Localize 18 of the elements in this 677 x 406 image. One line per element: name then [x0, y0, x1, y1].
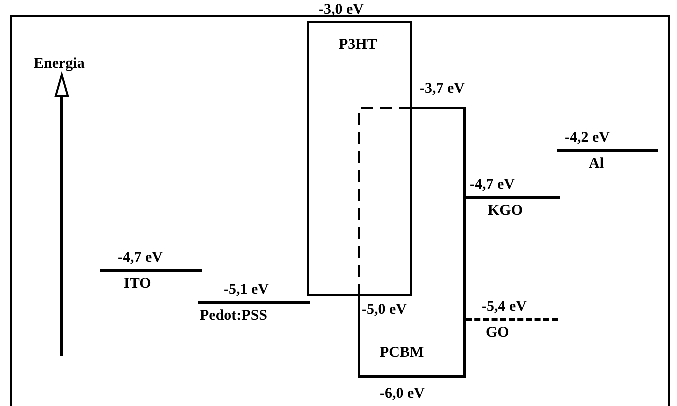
- energy-value: -4,7 eV: [118, 250, 163, 266]
- energy-value: -3,0 eV: [319, 2, 364, 18]
- energy-value: -4,2 eV: [565, 130, 610, 146]
- material-label: ITO: [124, 276, 152, 292]
- material-label: PCBM: [380, 345, 424, 361]
- energy-band-box: [307, 21, 412, 296]
- axis-label: Energia: [34, 56, 85, 72]
- material-label: Pedot:PSS: [200, 308, 268, 324]
- energy-value: -5,0 eV: [362, 302, 407, 318]
- material-label: GO: [486, 325, 510, 341]
- material-label: P3HT: [339, 37, 378, 53]
- energy-value: -6,0 eV: [380, 386, 425, 402]
- material-label: KGO: [488, 203, 524, 219]
- energy-value: -4,7 eV: [470, 177, 515, 193]
- energy-value: -3,7 eV: [420, 81, 465, 97]
- energy-value: -5,1 eV: [224, 282, 269, 298]
- material-label: Al: [589, 156, 604, 172]
- energy-value: -5,4 eV: [482, 299, 527, 315]
